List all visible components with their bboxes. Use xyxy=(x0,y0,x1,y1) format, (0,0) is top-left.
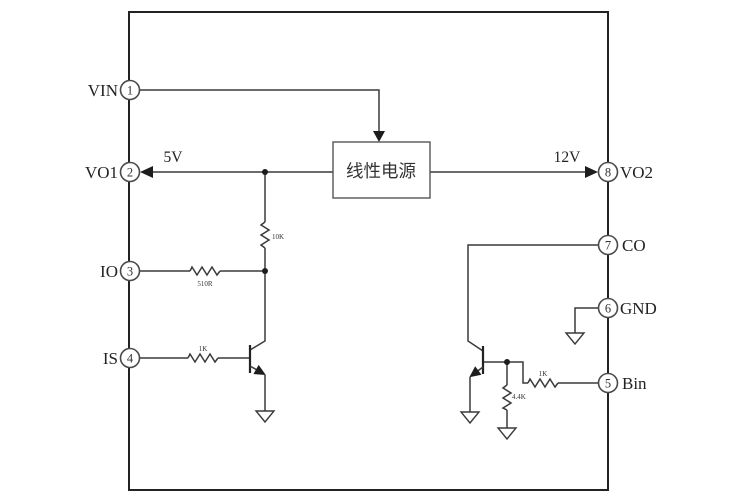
chip-outline xyxy=(128,11,609,491)
transistor-left xyxy=(248,345,266,376)
pin-7-label: CO xyxy=(622,236,646,255)
resistor-4k4-label: 4.4K xyxy=(512,393,526,401)
pin-4-number: 4 xyxy=(127,352,134,366)
junction-dot-5v-rail xyxy=(262,169,268,175)
arrowhead-into-vo2 xyxy=(585,166,598,178)
pin-2-vo1: 2 VO1 xyxy=(85,161,141,183)
wires xyxy=(139,89,599,428)
pin-1-vin: 1 VIN xyxy=(88,79,141,101)
wire-vin-to-box xyxy=(139,89,380,131)
resistor-1k-right-label: 1K xyxy=(539,370,548,378)
pin-5-circle xyxy=(597,372,619,394)
pin-8-vo2: 8 VO2 xyxy=(597,161,653,183)
resistor-510r-label: 510R xyxy=(197,280,213,288)
resistor-10k xyxy=(259,221,271,249)
pin-8-circle xyxy=(597,161,619,183)
pin-2-label: VO1 xyxy=(85,163,118,182)
resistors: 10K 510R 1K 1K 4.4K xyxy=(187,221,559,411)
arrowhead-into-vo1 xyxy=(140,166,153,178)
resistor-4k4 xyxy=(501,384,513,411)
wire-node-to-collector-left xyxy=(249,271,266,351)
resistor-510r xyxy=(189,265,221,277)
arrowhead-into-box xyxy=(373,131,385,142)
pin-4-circle xyxy=(119,347,141,369)
pin-4-label: IS xyxy=(103,349,118,368)
pin-1-number: 1 xyxy=(127,84,133,98)
transistor-left-emitter xyxy=(249,364,266,376)
pin-7-co: 7 CO xyxy=(597,234,646,256)
pin-5-number: 5 xyxy=(605,377,611,391)
pin-1-circle xyxy=(119,79,141,101)
pin-3-io: 3 IO xyxy=(100,260,141,282)
pin-4-is: 4 IS xyxy=(103,347,141,369)
ground-icon-right-emitter xyxy=(459,411,481,425)
pin-6-gnd: 6 GND xyxy=(597,297,657,319)
ground-icon-4k4 xyxy=(496,427,518,441)
wire-co-to-collector-right xyxy=(467,244,599,352)
wire-base-right-node xyxy=(483,361,528,384)
pin-8-number: 8 xyxy=(605,166,611,180)
pin-3-number: 3 xyxy=(127,265,133,279)
pin-7-number: 7 xyxy=(605,239,611,253)
pin-5-bin: 5 Bin xyxy=(597,372,647,394)
pin-2-circle xyxy=(119,161,141,183)
pin-6-number: 6 xyxy=(605,302,611,316)
pin-3-label: IO xyxy=(100,262,118,281)
voltage-label-12v: 12V xyxy=(554,149,582,166)
ground-symbols xyxy=(254,332,586,441)
wire-gnd-stub xyxy=(574,307,599,333)
pin-8-label: VO2 xyxy=(620,163,653,182)
pin-3-circle xyxy=(119,260,141,282)
resistor-1k-left-label: 1K xyxy=(199,345,208,353)
pin-1-label: VIN xyxy=(88,81,118,100)
power-supply-box: 线性电源 xyxy=(332,141,431,199)
resistor-1k-right xyxy=(527,377,559,389)
transistor-right-emitter xyxy=(469,366,484,378)
ground-icon-left-emitter xyxy=(254,410,276,424)
power-supply-box-label: 线性电源 xyxy=(346,162,416,182)
resistor-1k-left xyxy=(187,352,219,364)
ground-icon-gnd-pin xyxy=(564,332,586,346)
resistor-10k-label: 10K xyxy=(272,233,284,241)
junction-dot-base-right xyxy=(504,359,510,365)
power-supply-box-outline xyxy=(332,141,431,199)
pin-6-label: GND xyxy=(620,299,657,318)
pin-6-circle xyxy=(597,297,619,319)
pin-2-number: 2 xyxy=(127,166,133,180)
pin-7-circle xyxy=(597,234,619,256)
pin-5-label: Bin xyxy=(622,374,647,393)
transistor-right xyxy=(469,346,485,378)
voltage-label-5v: 5V xyxy=(164,149,184,166)
junction-dot-io-node xyxy=(262,268,268,274)
